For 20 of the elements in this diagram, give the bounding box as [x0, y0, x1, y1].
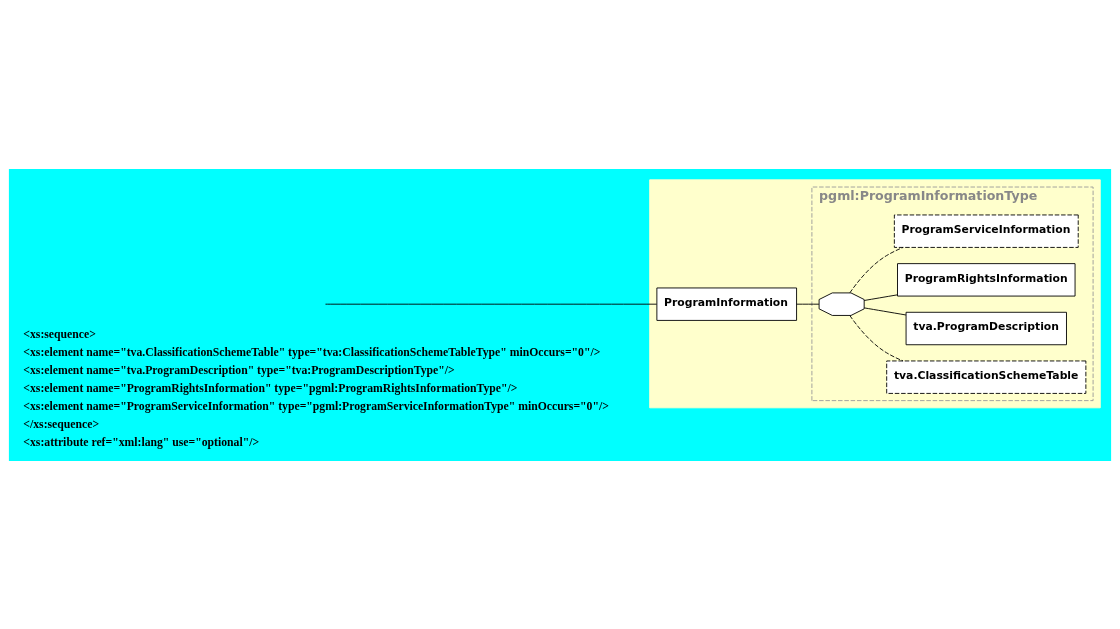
connector	[863, 306, 907, 315]
label: <xs:attribute ref="xml:lang" use="optional"/>	[23, 435, 260, 449]
label: </xs:sequence>	[23, 417, 100, 431]
node-box: ProgramRightsInformation	[897, 262, 1076, 296]
label: <xs:element name="ProgramRightsInformation" type="pgml:ProgramRightsInformationType"/>	[23, 381, 518, 395]
label: <xs:sequence>	[23, 327, 96, 341]
node-box: tva.ClassificationSchemeTable	[886, 360, 1087, 394]
connector	[849, 314, 904, 361]
connector	[796, 303, 820, 305]
label: <xs:element name="tva.ProgramDescription" type="tva:ProgramDescriptionType"/>	[23, 363, 455, 377]
cluster	[649, 178, 1101, 408]
connector	[325, 303, 658, 305]
node-box: ProgramServiceInformation	[893, 214, 1079, 248]
label: <xs:element name="ProgramServiceInformation" type="pgml:ProgramServiceInformationType" minOccurs="0"/>	[23, 399, 609, 413]
connector	[849, 246, 904, 293]
node-box: ProgramInformation	[656, 287, 798, 321]
node-octagon	[818, 291, 865, 316]
label: <xs:element name="tva.ClassificationSchemeTable" type="tva:ClassificationSchemeTableType" minOccurs="0"/>	[23, 345, 601, 359]
node-box: tva.ProgramDescription	[905, 311, 1067, 345]
connector	[863, 293, 898, 301]
